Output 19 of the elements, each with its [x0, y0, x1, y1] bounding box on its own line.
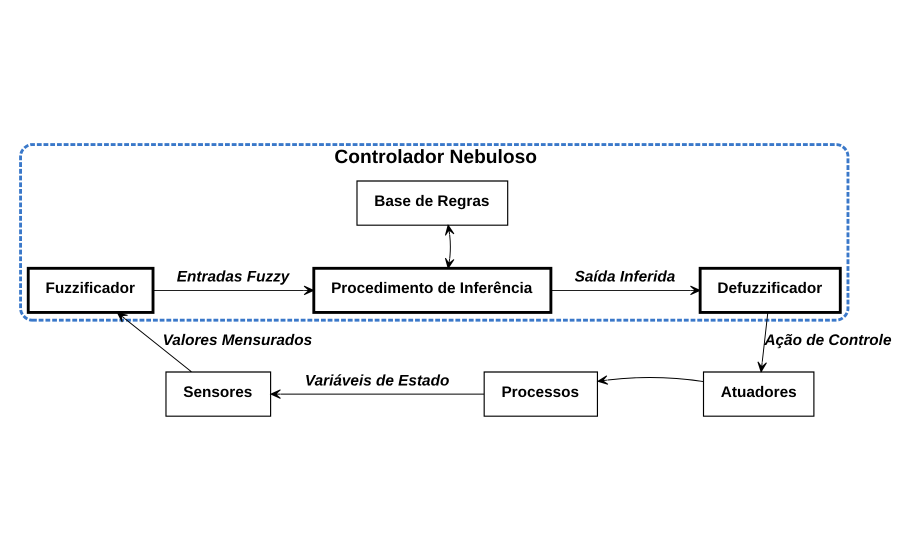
arrow — [550, 286, 701, 296]
arrow — [116, 312, 192, 372]
arrow — [757, 312, 768, 372]
arrow — [444, 224, 454, 269]
node-box: Sensores — [165, 371, 272, 417]
arrow — [152, 286, 314, 296]
edge-label: Entradas Fuzzy — [176, 268, 290, 286]
edge-label: Valores Mensurados — [162, 332, 312, 349]
node-box: Base de Regras — [356, 180, 508, 226]
node-box: Atuadores — [702, 371, 814, 417]
edge-label: Ação de Controle — [764, 332, 892, 349]
edge-label: Variáveis de Estado — [304, 372, 450, 390]
node-box: Defuzzificador — [698, 266, 842, 314]
edge-label: Saída Inferida — [574, 268, 676, 286]
arrow — [270, 389, 484, 399]
node-box: Procedimento de Inferência — [312, 266, 552, 314]
arrow — [597, 375, 704, 385]
node-box: Processos — [484, 371, 598, 417]
node-box: Fuzzificador — [26, 266, 154, 314]
